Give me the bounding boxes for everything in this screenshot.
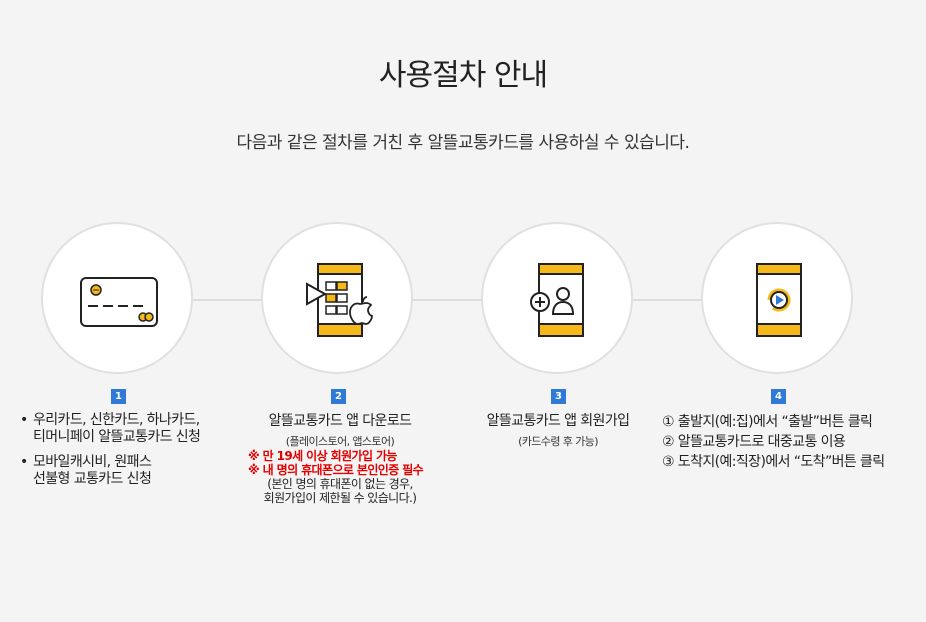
step-2-note-line1: (본인 명의 휴대폰이 없는 경우, xyxy=(267,477,413,491)
step-2-circle xyxy=(261,222,413,374)
page-title: 사용절차 안내 xyxy=(378,58,548,93)
step-2-number: 2 xyxy=(331,389,346,404)
step-2-title: 알뜰교통카드 앱 다운로드 xyxy=(268,413,412,429)
list-item: 우리카드, 신한카드, 하나카드, 티머니페이 알뜰교통카드 신청 xyxy=(20,412,240,446)
step-4-circle xyxy=(701,222,853,374)
step-2-stores: (플레이스토어, 앱스토어) xyxy=(285,435,395,448)
play-app-icon xyxy=(756,263,802,337)
step-2-warning-auth: ※ 내 명의 휴대폰으로 본인인증 필수 xyxy=(248,463,424,477)
step-2-note-line2: 회원가입이 제한될 수 있습니다.) xyxy=(263,491,417,505)
step-4-number: 4 xyxy=(771,389,786,404)
step-3-circle xyxy=(481,222,633,374)
step-1-number: 1 xyxy=(111,389,126,404)
step-3-condition: (카드수령 후 가능) xyxy=(518,435,598,448)
step-4-line-3: ③ 도착지(예:직장)에서 “도착”버튼 클릭 xyxy=(662,454,885,470)
step-3-number: 3 xyxy=(551,389,566,404)
app-download-icon xyxy=(306,263,373,337)
page-subtitle: 다음과 같은 절차를 거친 후 알뜰교통카드를 사용하실 수 있습니다. xyxy=(236,133,690,153)
add-user-icon xyxy=(530,263,584,337)
step-2-description: 알뜰교통카드 앱 다운로드 (플레이스토어, 앱스토어) ※ 만 19세 이상 … xyxy=(240,412,440,505)
credit-card-icon xyxy=(80,277,158,327)
list-item: 모바일캐시비, 원패스 선불형 교통카드 신청 xyxy=(20,454,240,488)
step-connector-line xyxy=(120,299,780,301)
step-2-warning-age: ※ 만 19세 이상 회원가입 가능 xyxy=(248,449,397,463)
step-3-description: 알뜰교통카드 앱 회원가입 (카드수령 후 가능) xyxy=(472,412,644,449)
step-4-line-1: ① 출발지(예:집)에서 “출발”버튼 클릭 xyxy=(662,414,873,430)
step-1-circle xyxy=(41,222,193,374)
step-4-description: ① 출발지(예:집)에서 “출발”버튼 클릭 ② 알뜰교통카드로 대중교통 이용… xyxy=(662,412,922,472)
step-4-line-2: ② 알뜰교통카드로 대중교통 이용 xyxy=(662,434,846,450)
step-3-title: 알뜰교통카드 앱 회원가입 xyxy=(486,413,630,429)
step-1-description: 우리카드, 신한카드, 하나카드, 티머니페이 알뜰교통카드 신청 모바일캐시비… xyxy=(20,412,240,496)
